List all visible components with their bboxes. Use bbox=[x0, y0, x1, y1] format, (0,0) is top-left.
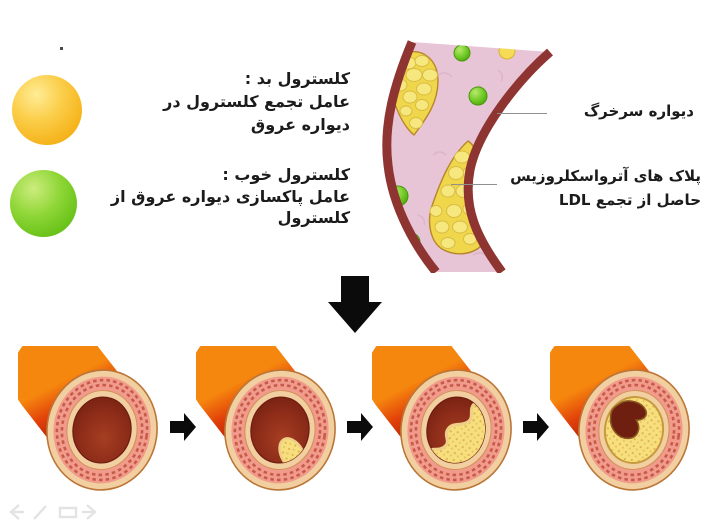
artery-wall-label: دیواره سرخرگ bbox=[534, 100, 694, 122]
slide-icon[interactable] bbox=[58, 506, 78, 519]
bad-cholesterol-title: کلسترول بد : bbox=[244, 69, 350, 88]
forward-arrow-icon[interactable] bbox=[82, 504, 97, 520]
plaque-label-line2: حاصل از تجمع LDL bbox=[558, 191, 701, 209]
ldl-sphere bbox=[12, 75, 82, 145]
plaque-label: پلاک های آترواسکلروزیس حاصل از تجمع LDL bbox=[481, 164, 701, 212]
artery-stage-3 bbox=[372, 346, 512, 491]
good-cholesterol-title: کلسترول خوب : bbox=[222, 165, 350, 184]
good-cholesterol-desc-2: کلسترول bbox=[277, 208, 350, 227]
good-cholesterol-desc-1: عامل پاکسازی دیواره عروق از bbox=[110, 186, 350, 206]
narrowed-lumen bbox=[609, 400, 648, 440]
plaque-label-line1: پلاک های آترواسکلروزیس bbox=[510, 167, 701, 185]
artery-stage-2 bbox=[196, 346, 336, 491]
hdl-sphere bbox=[10, 170, 77, 237]
artery-wall-label-text: دیواره سرخرگ bbox=[583, 102, 694, 120]
pen-icon[interactable] bbox=[33, 505, 47, 520]
artery-wall-left bbox=[382, 40, 440, 273]
bad-cholesterol-desc-2: دیواره عروق bbox=[250, 115, 350, 134]
back-arrow-icon[interactable] bbox=[9, 504, 24, 520]
artery-stage-4 bbox=[550, 346, 690, 491]
bad-cholesterol-desc-1: عامل تجمع کلسترول در bbox=[163, 92, 350, 111]
artery-wall-pointer-line bbox=[497, 113, 547, 114]
small-dot bbox=[60, 47, 63, 50]
right-arrow-icon bbox=[347, 413, 373, 441]
right-arrow-icon bbox=[170, 413, 196, 441]
right-arrow-icon bbox=[523, 413, 549, 441]
plaque-pointer-line bbox=[451, 184, 497, 185]
down-arrow-icon bbox=[328, 276, 382, 333]
bad-cholesterol-text: کلسترول بد : عامل تجمع کلسترول در دیواره… bbox=[120, 67, 350, 136]
presenter-controls bbox=[9, 504, 97, 520]
artery-illustration bbox=[382, 40, 553, 273]
good-cholesterol-text: کلسترول خوب : عامل پاکسازی دیواره عروق ا… bbox=[110, 164, 350, 229]
artery-stage-1 bbox=[18, 346, 158, 491]
artery-wall-right bbox=[463, 48, 553, 273]
